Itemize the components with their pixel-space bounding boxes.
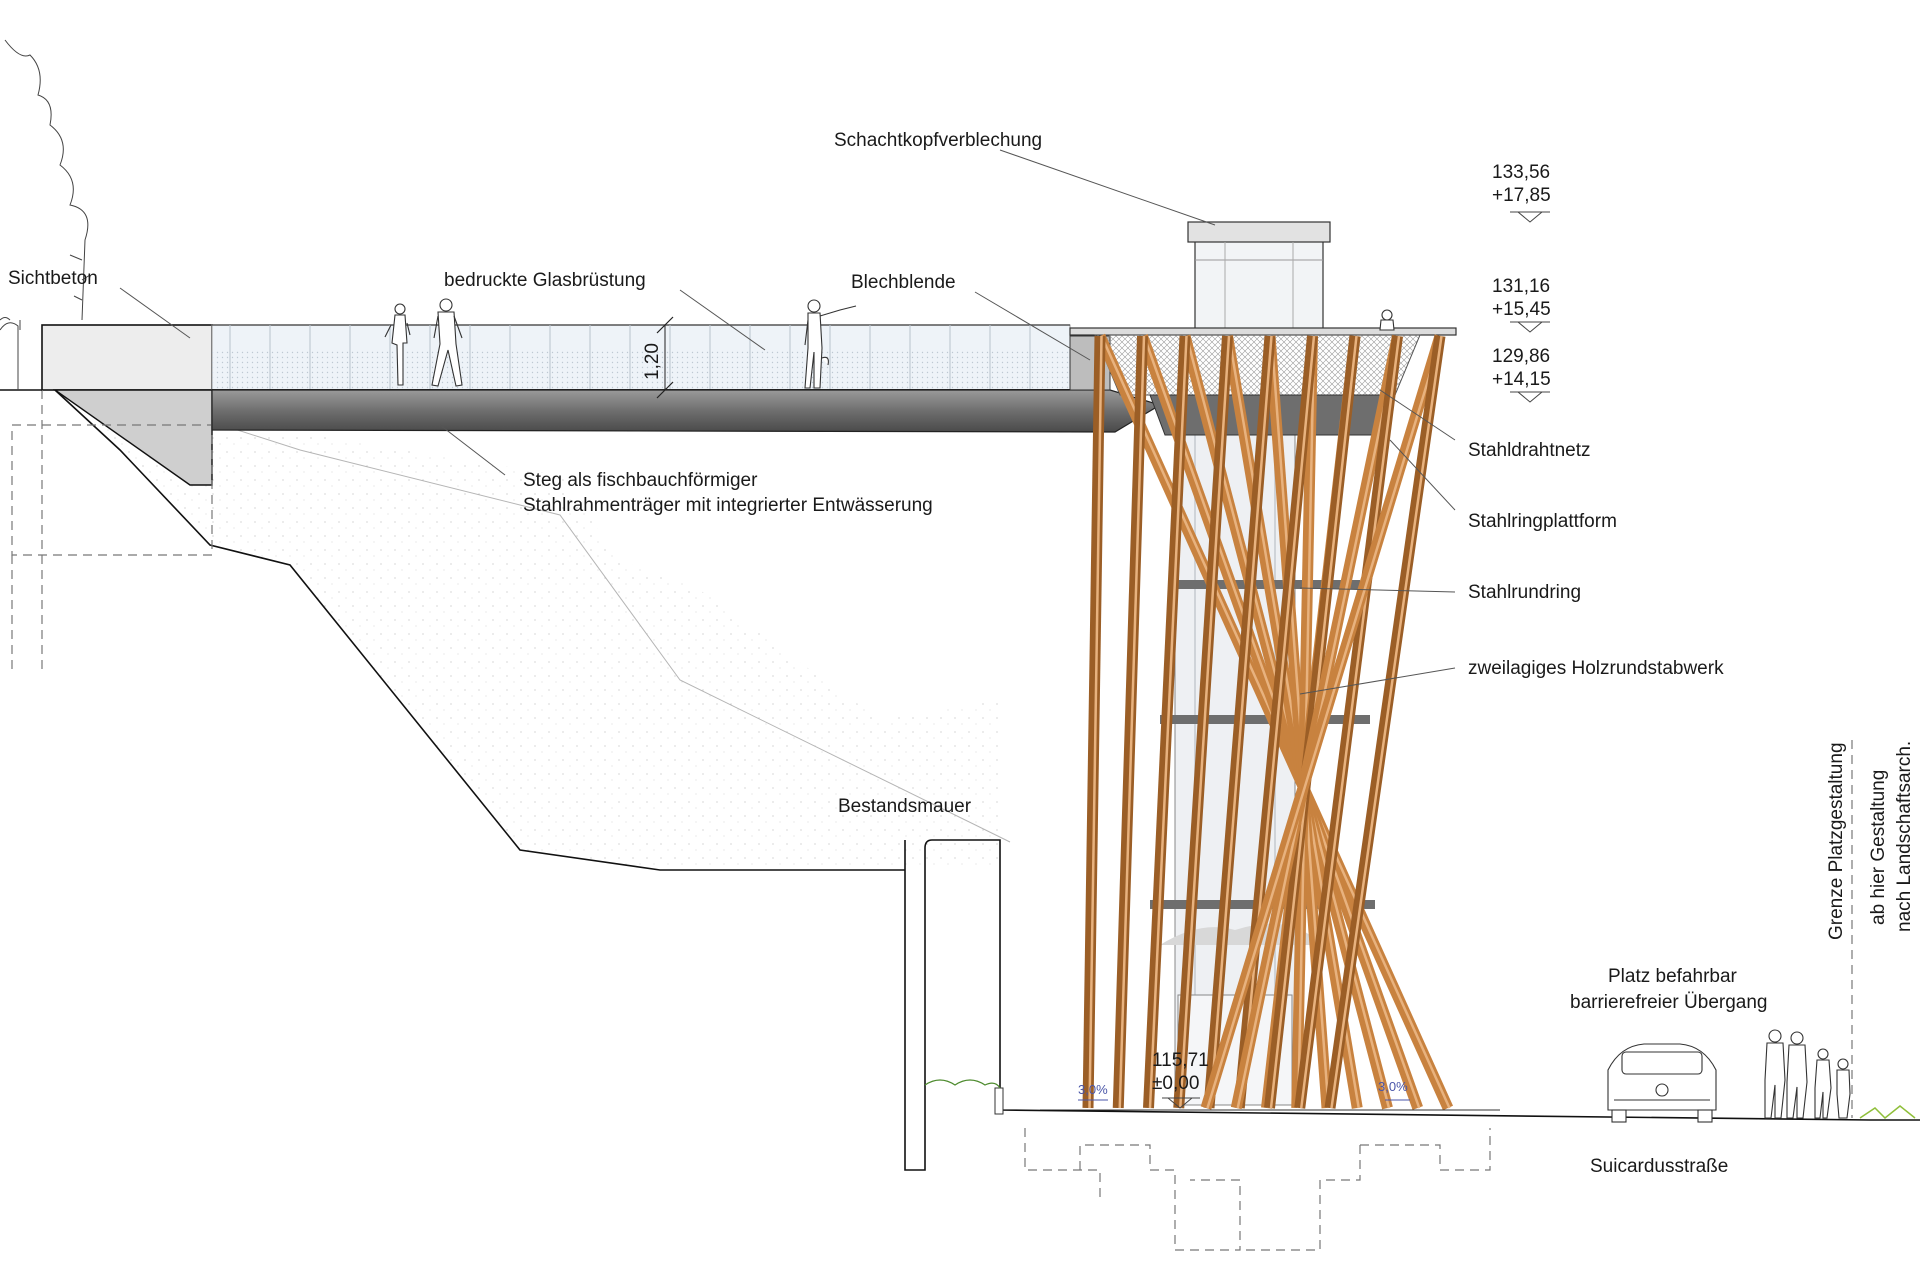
bridge-steg	[211, 324, 1162, 433]
timber-member-highlight	[1179, 335, 1231, 1109]
person-1	[384, 303, 411, 386]
elev-platform-marker	[1510, 321, 1550, 333]
label-glasbruestung: bedruckte Glasbrüstung	[444, 270, 646, 291]
timber-member	[1082, 335, 1106, 1109]
railing-posts	[229, 325, 1031, 390]
label-stahlringplattform: Stahlringplattform	[1468, 511, 1617, 532]
car	[1607, 1043, 1717, 1123]
timber-member	[1324, 335, 1446, 1109]
person-3	[804, 299, 857, 389]
label-blechblende: Blechblende	[851, 272, 956, 293]
label-steg-line2: Stahlrahmenträger mit integrierter Entwä…	[523, 495, 933, 516]
timber-member	[1203, 335, 1276, 1109]
person-2	[431, 298, 463, 387]
elev-ground-abs: 115,71	[1152, 1050, 1209, 1071]
railing-dimension: 1,20	[642, 316, 674, 399]
label-suicardus: Suicardusstraße	[1590, 1156, 1728, 1177]
elev-deck-marker	[1510, 391, 1550, 403]
steel-ring	[1160, 715, 1370, 724]
timber-member-highlight	[1239, 335, 1316, 1109]
ground-street	[904, 740, 1920, 1251]
label-stahldrahtnetz: Stahldrahtnetz	[1468, 440, 1591, 461]
elev-ground-rel: ±0,00	[1152, 1073, 1199, 1094]
timber-member-highlight	[1148, 335, 1188, 1109]
timber-member	[1233, 335, 1318, 1109]
label-grenze-line3: nach Landschaftsarch.	[1894, 741, 1915, 932]
timber-member	[1222, 335, 1363, 1109]
label-grenze-line1: Grenze Platzgestaltung	[1826, 742, 1847, 940]
timber-member-highlight	[1209, 335, 1273, 1109]
label-bestandsmauer: Bestandsmauer	[838, 796, 972, 817]
slope-left: 3,0%	[1078, 1082, 1108, 1097]
label-sichtbeton: Sichtbeton	[8, 268, 98, 289]
label-steg-line1: Steg als fischbauchförmiger	[523, 470, 758, 491]
timber-member-highlight	[1300, 335, 1401, 1109]
elev-deck-rel: +14,15	[1492, 369, 1551, 390]
label-schachtkopf: Schachtkopfverblechung	[834, 130, 1042, 151]
timber-member-highlight	[1330, 335, 1443, 1109]
elev-top-rel: +17,85	[1492, 185, 1551, 206]
timber-member	[1173, 335, 1233, 1109]
timber-member	[1230, 334, 1403, 1110]
elev-platform-rel: +15,45	[1492, 299, 1551, 320]
timber-member-highlight	[1088, 335, 1103, 1109]
label-holzrundstabwerk: zweilagiges Holzrundstabwerk	[1468, 658, 1724, 679]
label-platz-line1: Platz befahrbar	[1608, 966, 1738, 987]
timber-member	[1294, 335, 1403, 1109]
elev-top-marker	[1510, 211, 1550, 223]
tree-sketch	[0, 39, 91, 330]
elev-platform-abs: 131,16	[1492, 276, 1550, 297]
timber-lattice	[1082, 333, 1454, 1111]
timber-member	[1291, 335, 1318, 1109]
slope-annotations: 3,0% 3,0%	[1078, 1079, 1410, 1101]
label-stahlrundring: Stahlrundring	[1468, 582, 1581, 603]
annotations: Schachtkopfverblechung Sichtbeton bedruc…	[8, 130, 1915, 1177]
label-grenze-line2: ab hier Gestaltung	[1868, 770, 1889, 925]
timber-member	[1200, 334, 1446, 1110]
timber-member-highlight	[1118, 335, 1146, 1109]
tower	[1040, 221, 1500, 1111]
elev-ground-marker	[1162, 1097, 1200, 1109]
people-right	[1764, 1029, 1851, 1119]
elev-top-abs: 133,56	[1492, 162, 1550, 183]
person-platform	[1379, 309, 1395, 331]
embankment	[54, 389, 1011, 871]
timber-member	[1112, 335, 1148, 1109]
elev-deck-abs: 129,86	[1492, 346, 1550, 367]
slope-right: 3,0%	[1378, 1079, 1408, 1094]
elevation-markers: 133,56 +17,85 131,16 +15,45 129,86 +14,1…	[1152, 162, 1551, 1109]
railing-height-label: 1,20	[642, 343, 663, 380]
people-on-bridge	[384, 298, 857, 389]
timber-member	[1143, 335, 1191, 1109]
timber-member-highlight	[1206, 335, 1443, 1109]
label-platz-line2: barrierefreier Übergang	[1570, 992, 1768, 1013]
